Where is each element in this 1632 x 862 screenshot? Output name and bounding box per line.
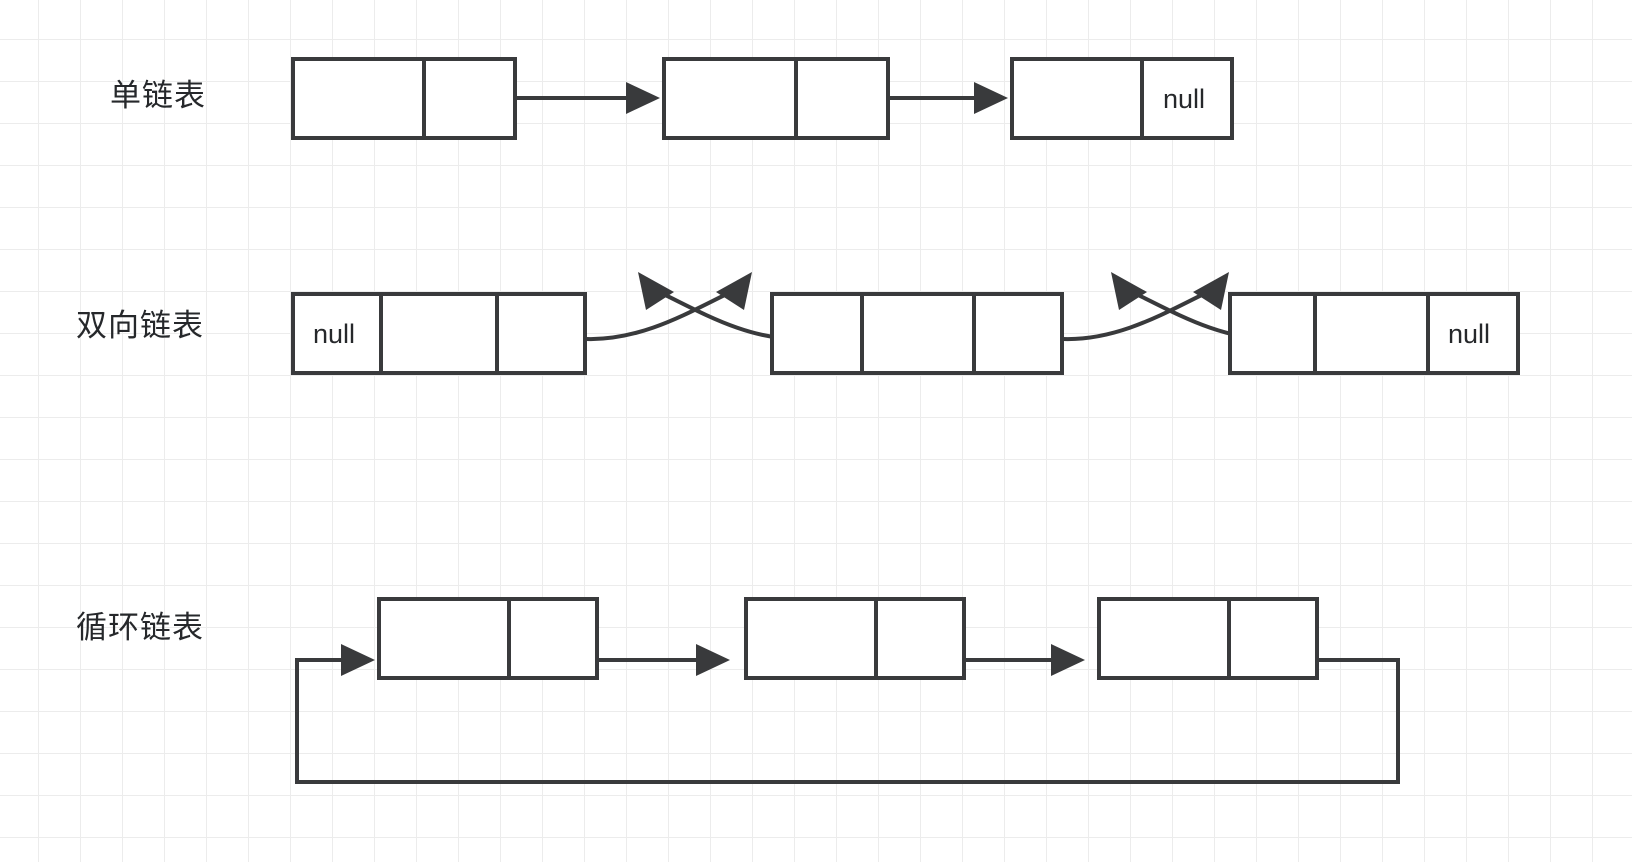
node-c2-box [744,597,966,680]
arrow-c1-to-c2-head-icon [696,644,730,676]
node-d3-null-text: null [1448,319,1490,349]
node-s2-box [662,57,890,140]
arrow-c1-to-c2 [599,644,730,676]
node-s3-null-text: null [1163,84,1205,114]
row-label-singly-linked-list: 单链表 [110,78,206,113]
node-d2-box [770,292,1064,375]
node-d1-null-text: null [313,319,355,349]
circular-linked-list-group [295,597,1400,784]
row-label-doubly-linked-list: 双向链表 [76,308,204,343]
node-s2 [662,57,890,140]
node-c1 [377,597,599,680]
arrow-c2-to-c3-head-icon [1051,644,1085,676]
row-label-circular-linked-list: 循环链表 [76,610,204,645]
node-c1-box [377,597,599,680]
node-c2 [744,597,966,680]
arrow-s1-to-s2-head-icon [626,82,660,114]
node-s3-box [1010,57,1234,140]
arrow-s1-to-s2 [517,82,660,114]
node-c3 [1097,597,1319,680]
arrow-s2-to-s3 [890,82,1008,114]
arrow-s2-to-s3-head-icon [974,82,1008,114]
node-s3: null [1010,57,1234,140]
arrow-d2-next-head-icon [1193,272,1229,310]
node-s1-box [291,57,517,140]
singly-linked-list-group: null [291,57,1234,140]
circular-loopback-head-icon [341,644,375,676]
node-d3-box [1228,292,1520,375]
arrow-d1-next-head-icon [716,272,752,310]
arrow-d3-prev-head-icon [1111,272,1147,310]
node-s1 [291,57,517,140]
node-d1: null [291,292,587,375]
node-d2 [770,292,1064,375]
node-c3-box [1097,597,1319,680]
arrow-c2-to-c3 [966,644,1085,676]
node-d3: null [1228,292,1520,375]
doubly-linked-list-group: null [291,272,1520,375]
node-d1-box [291,292,587,375]
arrow-d2-prev-head-icon [638,272,674,310]
